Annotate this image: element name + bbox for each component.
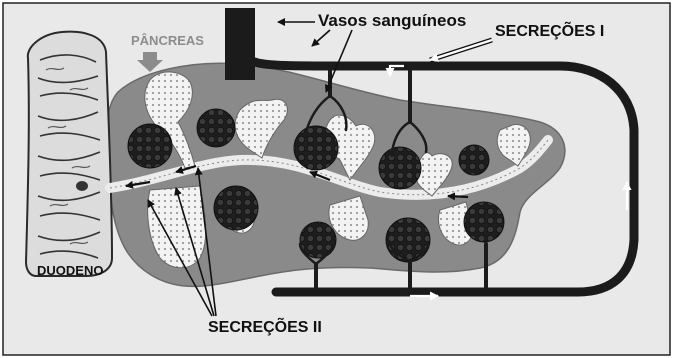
duodenum — [26, 32, 112, 276]
secretions-2-label: SECREÇÕES II — [208, 320, 322, 336]
secretions-1-label: SECREÇÕES I — [495, 24, 604, 40]
pancreas-label: PÂNCREAS — [131, 34, 204, 47]
duodenum-label: DUODENO — [37, 264, 103, 277]
blood-vessels-label: Vasos sanguíneos — [318, 12, 466, 29]
